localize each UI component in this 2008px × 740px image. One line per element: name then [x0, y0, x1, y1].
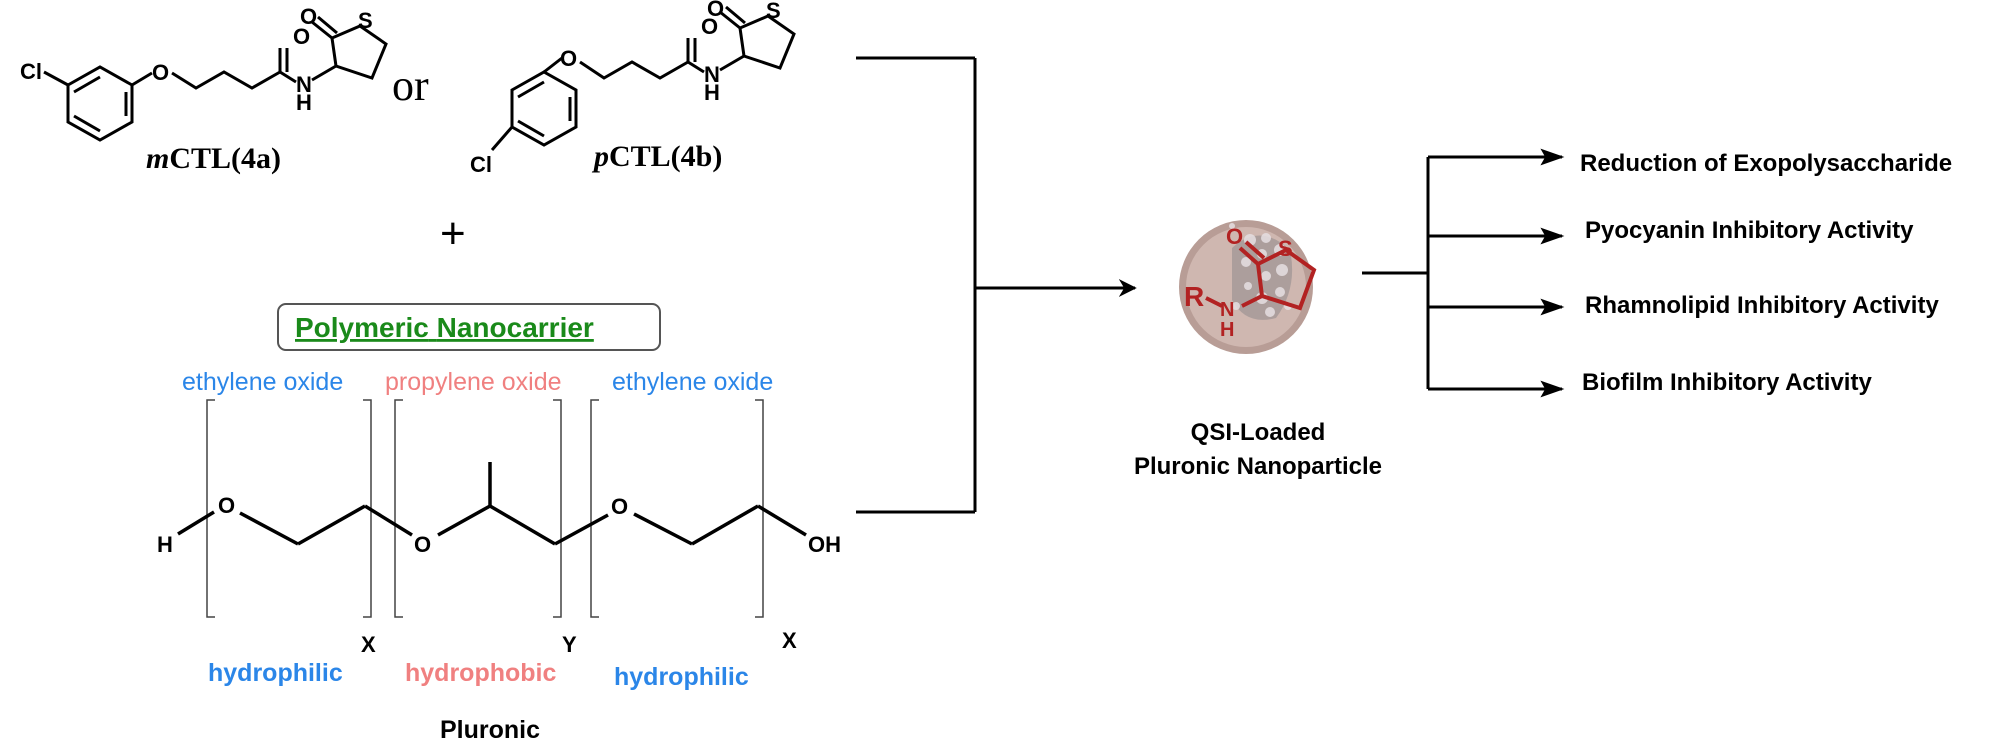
pctl-o-atom: O — [560, 46, 577, 71]
pctl-h-atom: H — [704, 80, 720, 105]
pctl-structure — [490, 5, 796, 151]
qsi-n-atom: N — [1220, 299, 1234, 321]
pluronic-o-1: O — [218, 493, 235, 518]
mctl-ring-o: O — [300, 4, 317, 29]
qsi-o-atom: O — [1226, 224, 1243, 249]
pctl-label: pCTL(4b) — [591, 140, 722, 173]
mctl-carbonyl-o: O — [293, 24, 310, 49]
outcome-biofilm: Biofilm Inhibitory Activity — [1582, 369, 1872, 396]
outcome-rhamnolipid: Rhamnolipid Inhibitory Activity — [1585, 292, 1939, 319]
qsi-r-group: R — [1184, 281, 1204, 312]
pluronic-o-2: O — [414, 532, 431, 557]
merge-connector — [856, 56, 1137, 514]
mctl-h-atom: H — [296, 90, 312, 115]
pctl-cl-atom: Cl — [470, 152, 492, 177]
mctl-ring-s: S — [358, 8, 373, 33]
mctl-label: mCTL(4a) — [146, 142, 281, 175]
outcome-pyocyanin: Pyocyanin Inhibitory Activity — [1585, 217, 1914, 244]
mctl-n-atom: N — [296, 72, 312, 97]
qsi-s-atom: S — [1278, 236, 1293, 261]
pctl-ring-s: S — [766, 0, 781, 23]
mctl-cl-atom: Cl — [20, 59, 42, 84]
ethylene-oxide-label-1: ethylene oxide — [182, 368, 343, 396]
hydrophilic-label-2: hydrophilic — [614, 663, 749, 691]
hydrophilic-label-1: hydrophilic — [208, 659, 343, 687]
nanoparticle-label-line2: Pluronic Nanoparticle — [1134, 453, 1382, 480]
polymeric-nanocarrier-label: Polymeric Nanocarrier — [295, 312, 594, 343]
or-text: or — [392, 61, 429, 110]
nanoparticle-label-line1: QSI-Loaded — [1191, 419, 1326, 446]
outcome-exopolysaccharide: Reduction of Exopolysaccharide — [1580, 150, 1952, 177]
qsi-nanoparticle: O S R N H — [1179, 220, 1317, 354]
plus-sign: + — [440, 209, 466, 258]
subscript-y: Y — [562, 632, 577, 657]
pluronic-h-end: H — [157, 532, 173, 557]
propylene-oxide-label: propylene oxide — [385, 368, 562, 396]
pluronic-structure — [177, 399, 807, 618]
subscript-x-1: X — [361, 632, 376, 657]
pluronic-o-3: O — [611, 494, 628, 519]
pctl-carbonyl-o: O — [701, 14, 718, 39]
bracket-block-2 — [394, 399, 562, 618]
pctl-ring-o: O — [707, 0, 724, 21]
subscript-x-2: X — [782, 628, 797, 653]
polymeric-nanocarrier-box — [277, 303, 661, 351]
qsi-h-atom: H — [1220, 319, 1234, 341]
pluronic-oh-end: OH — [808, 532, 841, 557]
ethylene-oxide-label-2: ethylene oxide — [612, 368, 773, 396]
mctl-benzene-ring — [66, 65, 134, 142]
pluronic-name: Pluronic — [440, 716, 540, 740]
mctl-o-atom: O — [152, 60, 169, 85]
qsi-molecule — [1205, 240, 1317, 311]
pctl-n-atom: N — [704, 62, 720, 87]
mctl-structure — [43, 15, 388, 142]
hydrophobic-label: hydrophobic — [405, 659, 556, 687]
outcome-branches — [1362, 148, 1565, 398]
